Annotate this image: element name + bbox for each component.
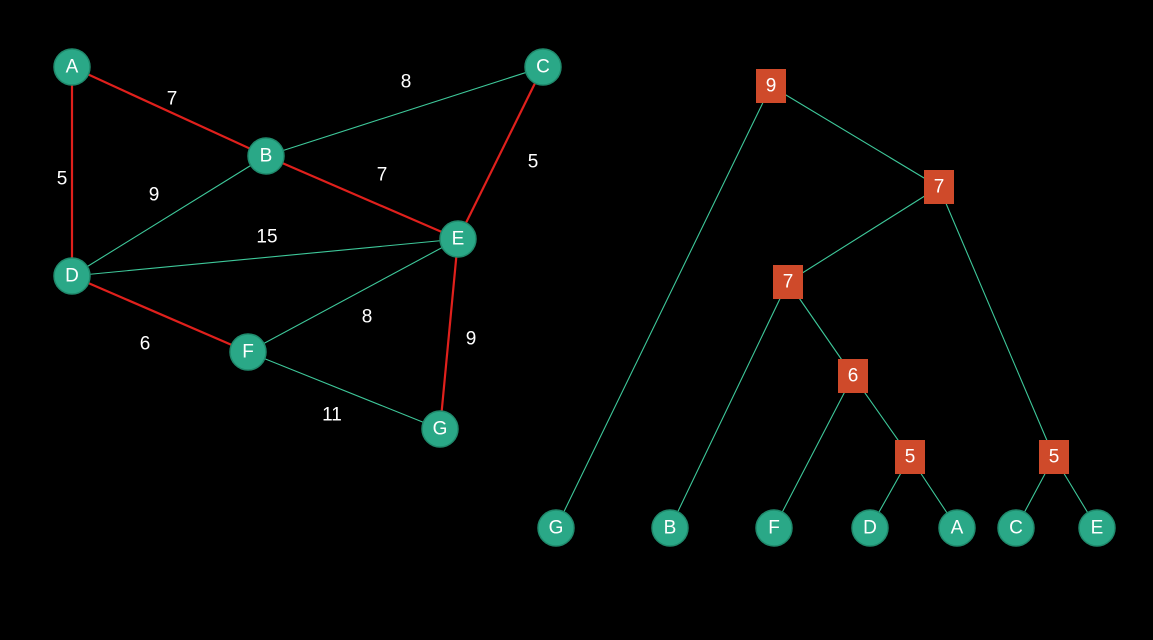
graph-node-label: A [66,57,79,78]
tree-leaf-label: D [863,518,877,539]
tree-leaf-label: G [549,518,564,539]
graph-edge-weights: 7 5 8 9 7 5 15 6 8 9 11 [57,72,539,426]
tree-internal-node-t5a: 5 [895,440,925,474]
graph-node-label: F [242,342,254,363]
graph-node-d: D [53,257,91,295]
graph-node-label: B [260,146,273,167]
edge-weight-label: 7 [167,89,178,110]
graph-edge-f-g [247,351,441,430]
tree-leaf-e: E [1078,509,1116,547]
tree-internal-node-t7a: 7 [924,170,954,204]
graph-node-circle [439,220,477,258]
tree-leaf-circle [938,509,976,547]
tree-weight-label: 5 [1049,447,1060,468]
graph-node-g: G [421,410,459,448]
edge-weight-label: 15 [256,227,277,248]
graph-node-label: C [536,57,550,78]
graph-edge-b-c [265,66,544,157]
graph-node-circle [421,410,459,448]
tree-weight-label: 7 [783,272,794,293]
tree-weight-label: 9 [766,76,777,97]
tree-link-t6-lF [773,375,854,529]
graph-node-circle [53,257,91,295]
graph-edge-a-b [71,66,267,157]
edge-weight-label: 6 [140,334,151,355]
edge-weight-label: 11 [322,405,342,426]
tree-leaf-f: F [755,509,793,547]
graph-node-circle [247,137,285,175]
tree-weight-box [895,440,925,474]
graph-edge-b-d [71,155,267,277]
tree-leaf-label: C [1009,518,1023,539]
graph-node-a: A [53,48,91,86]
graph-edge-e-g [438,238,460,430]
tree-leaf-g: G [537,509,575,547]
edge-weight-label: 5 [57,169,68,190]
tree-leaf-d: D [851,509,889,547]
graph-node-b: B [247,137,285,175]
graph-node-label: E [452,229,465,250]
tree-leaf-circle [537,509,575,547]
graph-edge-e-f [247,238,459,353]
graph-node-circle [229,333,267,371]
edge-weight-label: 9 [149,185,160,206]
edge-weight-label: 7 [377,165,388,186]
tree-leaf-circle [851,509,889,547]
graph-edge-d-f [71,274,249,354]
edge-weight-label: 8 [362,307,373,328]
graph-edge-c-e [457,66,544,240]
tree-link-t7a-t5b [938,186,1055,458]
graph-node-e: E [439,220,477,258]
tree-link-t7a-t7b [787,186,940,283]
tree-internal-node-t5b: 5 [1039,440,1069,474]
edge-weight-label: 8 [401,72,412,93]
graph-node-c: C [524,48,562,86]
tree-internal-nodes: 9 7 7 6 5 5 [756,69,1069,474]
tree-weight-box [756,69,786,103]
edge-weight-label: 5 [528,152,539,173]
tree-link-t9-lG [555,85,772,529]
tree-leaf-b: B [651,509,689,547]
graph-edges [70,66,544,430]
tree-internal-node-t6: 6 [838,359,868,393]
graph-node-label: G [433,419,448,440]
graph-node-f: F [229,333,267,371]
graph-nodes: A B C D E F G [53,48,562,448]
tree-leaf-circle [1078,509,1116,547]
tree-link-t9-t7a [770,85,940,188]
tree-leaf-circle [997,509,1035,547]
tree-internal-node-t9: 9 [756,69,786,103]
tree-internal-node-t7b: 7 [773,265,803,299]
graph-node-label: D [65,266,79,287]
tree-weight-label: 5 [905,447,916,468]
tree-weight-label: 6 [848,366,859,387]
tree-weight-box [838,359,868,393]
graph-edge-d-e [71,238,459,277]
graph-node-circle [524,48,562,86]
tree-leaf-label: B [664,518,677,539]
graph-edge-b-e [265,154,459,241]
tree-links [555,85,1098,529]
tree-weight-box [773,265,803,299]
tree-weight-label: 7 [934,177,945,198]
graph-node-circle [53,48,91,86]
tree-leaf-c: C [997,509,1035,547]
tree-leaf-label: A [951,518,964,539]
tree-link-t7b-lB [669,281,789,529]
tree-leaf-circle [755,509,793,547]
edge-weight-label: 9 [466,329,477,350]
tree-weight-box [1039,440,1069,474]
tree-leaf-label: E [1091,518,1104,539]
tree-leaf-circle [651,509,689,547]
tree-leaf-a: A [938,509,976,547]
tree-weight-box [924,170,954,204]
tree-leaf-label: F [768,518,780,539]
